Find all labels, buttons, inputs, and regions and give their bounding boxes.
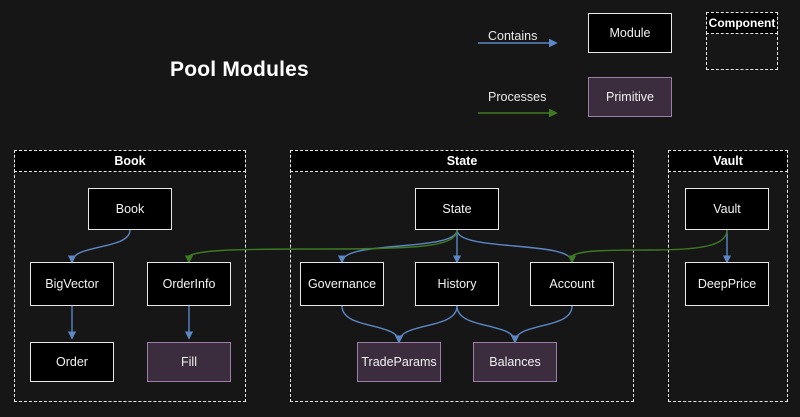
node-deepprice-label: DeepPrice — [697, 277, 757, 291]
node-balances[interactable]: Balances — [473, 342, 557, 382]
node-account[interactable]: Account — [530, 262, 614, 306]
legend-component-label: Component — [708, 16, 776, 30]
node-bigvector[interactable]: BigVector — [30, 262, 114, 306]
legend-component-header: Component — [706, 12, 778, 34]
group-state-label: State — [446, 154, 478, 168]
node-state[interactable]: State — [415, 188, 499, 230]
node-tradeparams[interactable]: TradeParams — [357, 342, 441, 382]
node-orderinfo[interactable]: OrderInfo — [147, 262, 231, 306]
node-fill-label: Fill — [181, 355, 197, 369]
legend-module-label: Module — [609, 26, 651, 40]
node-governance-label: Governance — [307, 277, 377, 291]
page-title: Pool Modules — [170, 58, 309, 81]
node-tradeparams-label: TradeParams — [361, 355, 437, 369]
node-orderinfo-label: OrderInfo — [162, 277, 216, 291]
node-history-label: History — [437, 277, 477, 291]
node-state-label: State — [442, 202, 472, 216]
node-balances-label: Balances — [489, 355, 541, 369]
legend-contains-label: Contains — [488, 29, 538, 43]
node-order-label: Order — [56, 355, 88, 369]
node-book-label: Book — [115, 202, 145, 216]
node-fill[interactable]: Fill — [147, 342, 231, 382]
node-governance[interactable]: Governance — [300, 262, 384, 306]
legend-primitive-box: Primitive — [588, 77, 672, 117]
node-account-label: Account — [549, 277, 595, 291]
node-history[interactable]: History — [415, 262, 499, 306]
legend-processes-label: Processes — [488, 90, 547, 104]
legend-module-box: Module — [588, 13, 672, 53]
node-order[interactable]: Order — [30, 342, 114, 382]
node-book[interactable]: Book — [88, 188, 172, 230]
group-state-header: State — [290, 150, 634, 172]
node-vault-label: Vault — [713, 202, 741, 216]
group-vault-label: Vault — [713, 154, 743, 168]
group-book-header: Book — [14, 150, 246, 172]
group-book-label: Book — [114, 154, 146, 168]
node-vault[interactable]: Vault — [685, 188, 769, 230]
node-bigvector-label: BigVector — [45, 277, 99, 291]
node-deepprice[interactable]: DeepPrice — [685, 262, 769, 306]
legend-primitive-label: Primitive — [606, 90, 654, 104]
group-vault-header: Vault — [668, 150, 788, 172]
